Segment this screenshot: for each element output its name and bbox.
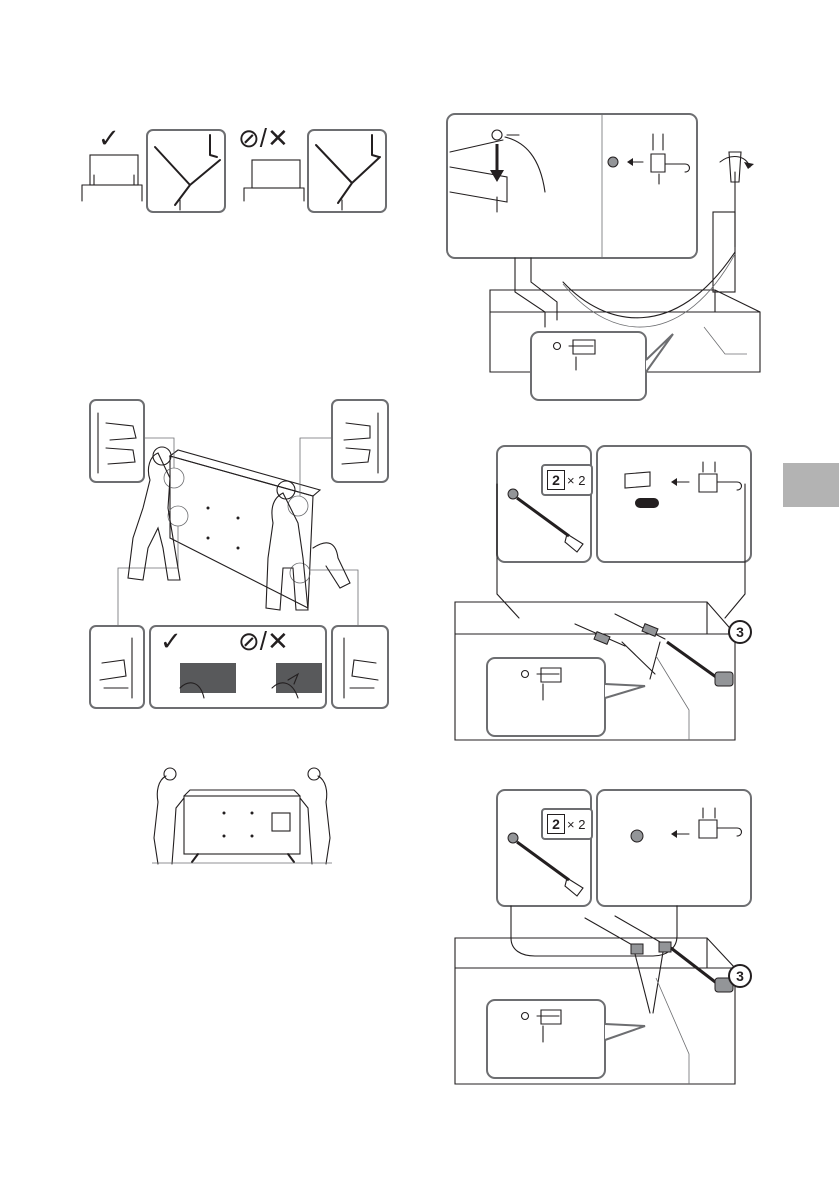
securing-strap: [622, 642, 660, 679]
cable-multiplier: × 2: [567, 817, 585, 832]
ok-stand-callout: [147, 130, 225, 212]
tv-back: [184, 796, 300, 854]
cable-count: 2: [547, 814, 565, 834]
wood-screw-callout: [531, 332, 646, 400]
prohibited-icon: ⊘/✕: [238, 125, 289, 151]
securing-strap: [563, 252, 735, 318]
wood-screw-callout: [487, 658, 605, 736]
person-left: [154, 776, 184, 864]
two-person-carry-figure: ✓ ⊘/✕: [88, 398, 392, 712]
section-tab-marker: [783, 463, 839, 507]
bracket-detail-callout: [597, 790, 751, 906]
grip-callout-bottom-right: [332, 626, 388, 708]
tv-on-table-ok: [82, 155, 142, 201]
ng-stand-callout: [308, 130, 386, 212]
tv-on-table-ng: [244, 160, 304, 201]
anchor-bolt-figure-a: 2 × 2 3: [445, 444, 775, 740]
checkmark-icon: ✓: [98, 125, 120, 151]
anchor-strap-figure: [445, 112, 765, 402]
prohibited-icon: ⊘/✕: [238, 628, 289, 654]
wood-screw-callout: [487, 1000, 605, 1078]
strap-detail-callout: [447, 114, 697, 258]
turn-number: 3: [728, 964, 752, 988]
tv-panel: [170, 456, 313, 608]
cable-multiplier: × 2: [567, 473, 585, 488]
securing-strap: [635, 952, 663, 1013]
anchor-bolt-figure-b: 2 × 2 3: [445, 788, 775, 1084]
checkmark-icon: ✓: [160, 628, 182, 654]
bracket-detail-callout: [597, 446, 751, 562]
cable-count-badge: 2 × 2: [541, 464, 593, 496]
person-right: [300, 776, 330, 864]
cable-count-badge: 2 × 2: [541, 808, 593, 840]
cable-count: 2: [547, 470, 565, 490]
turn-number: 3: [728, 620, 752, 644]
person-right: [266, 493, 308, 610]
grip-callout-bottom-left: [90, 626, 144, 708]
grip-callout-top-right: [332, 400, 388, 482]
stand-placement-figure: ✓ ⊘/✕: [80, 125, 390, 215]
carry-with-stand-figure: [152, 768, 332, 864]
